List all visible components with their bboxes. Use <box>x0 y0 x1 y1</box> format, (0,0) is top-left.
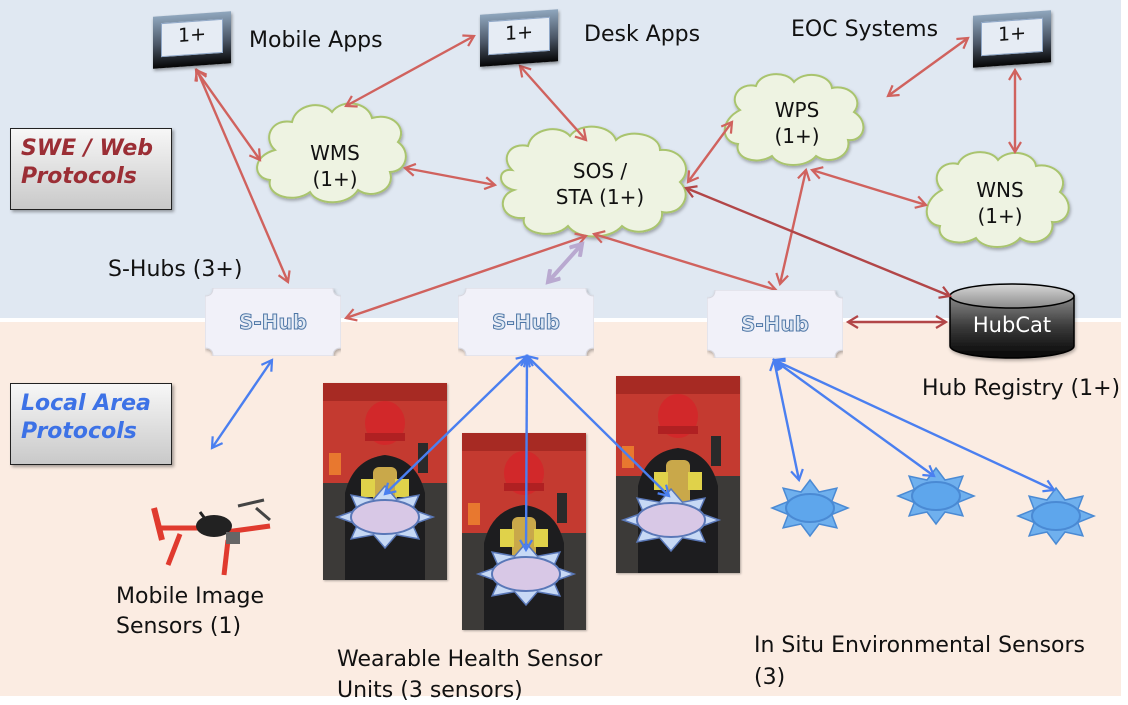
hub-registry-caption: Hub Registry (1+) <box>922 376 1121 401</box>
wns-name: WNS <box>976 178 1024 202</box>
edge-wms-to-sos-sta <box>402 162 498 191</box>
mobile-apps-label: Mobile Apps <box>249 28 383 53</box>
shub-2: S-Hub <box>458 288 594 356</box>
firefighter-photo-2 <box>462 433 586 630</box>
hubcat-database-icon <box>949 283 1075 359</box>
local-protocols-line1: Local Area <box>21 391 151 416</box>
shub-1: S-Hub <box>205 288 341 356</box>
web-protocols-line2: Protocols <box>21 164 137 189</box>
shub-3: S-Hub <box>707 290 843 358</box>
hubcat-label: HubCat <box>972 313 1052 337</box>
wns-service-label: WNS (1+) <box>955 177 1045 229</box>
sos-sta-name: SOS / <box>572 159 628 183</box>
wms-count: (1+) <box>312 167 358 191</box>
wms-service-label: WMS (1+) <box>290 140 380 192</box>
firefighter-photo-1 <box>323 383 447 580</box>
web-protocols-label: SWE / Web Protocols <box>10 128 172 210</box>
insitu-sensors-line1: In Situ Environmental Sensors <box>754 633 1085 658</box>
edge-sos-sta-to-hubcat <box>684 185 952 299</box>
edge-desk-apps-to-wms <box>344 34 476 108</box>
mobile-image-sensors-line2: Sensors (1) <box>116 614 242 639</box>
edge-mobile-apps-to-wms <box>194 68 262 162</box>
shub-3-label: S-Hub <box>741 312 810 337</box>
edge-mobile-apps-to-shub-1 <box>194 68 291 284</box>
edge-sos-sta-to-wps <box>686 120 734 184</box>
desk-apps-monitor-icon: 1+ <box>480 9 558 67</box>
local-protocols-label: Local Area Protocols <box>10 383 172 465</box>
cloud-wps <box>723 73 865 166</box>
edge-eoc-systems-to-wps <box>886 36 970 98</box>
sos-sta-count: STA (1+) <box>555 185 645 209</box>
mobile-apps-monitor-icon: 1+ <box>153 11 231 69</box>
wearable-sensors-line2: Units (3 sensors) <box>337 678 523 703</box>
shub-2-label: S-Hub <box>492 310 561 335</box>
wps-count: (1+) <box>774 124 820 148</box>
insitu-sensors-line2: (3) <box>754 665 786 690</box>
edge-wps-to-wns <box>809 166 929 209</box>
wps-name: WPS <box>774 98 820 122</box>
eoc-systems-monitor-icon: 1+ <box>973 10 1051 68</box>
mobile-image-sensors-line1: Mobile Image <box>116 584 265 609</box>
wns-count: (1+) <box>977 204 1023 228</box>
edge-desk-apps-to-sos-sta <box>518 64 588 142</box>
drone-icon <box>151 498 271 576</box>
local-protocols-line2: Protocols <box>21 419 137 444</box>
s-hubs-group-label: S-Hubs (3+) <box>108 257 243 282</box>
shub-1-label: S-Hub <box>239 310 308 335</box>
edge-sos-sta-to-shub-2 <box>548 244 582 282</box>
edge-sos-sta-to-shub-3 <box>591 230 779 294</box>
sos-sta-service-label: SOS / STA (1+) <box>530 158 670 210</box>
wearable-sensors-line1: Wearable Health Sensor <box>337 647 603 672</box>
wms-name: WMS <box>310 141 360 165</box>
wps-service-label: WPS (1+) <box>752 97 842 149</box>
eoc-systems-label: EOC Systems <box>791 17 939 42</box>
web-protocols-line1: SWE / Web <box>21 136 154 161</box>
firefighter-photo-3 <box>616 376 740 573</box>
desk-apps-label: Desk Apps <box>584 22 701 47</box>
